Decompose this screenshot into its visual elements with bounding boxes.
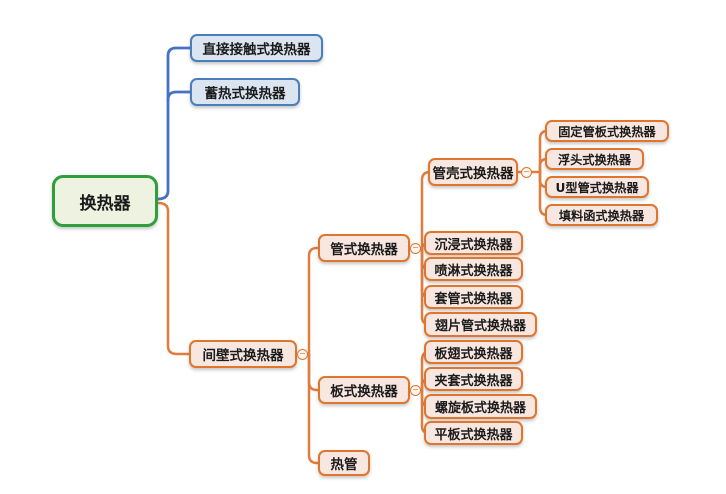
node-regenerative-label: 蓄热式换热器 <box>204 86 286 102</box>
collapse-toggle-shell-tube-symbol: − <box>523 167 530 176</box>
node-stuffing-box-label: 填料函式换热器 <box>558 209 645 223</box>
node-spray-label: 喷淋式换热器 <box>434 263 513 279</box>
node-immersion-label: 沉浸式换热器 <box>434 237 513 253</box>
node-tubular-label: 管式换热器 <box>330 242 398 258</box>
node-plate-fin[interactable]: 板翅式换热器 <box>424 340 523 364</box>
node-floating-head-label: 浮头式换热器 <box>557 153 632 167</box>
node-flat-plate[interactable]: 平板式换热器 <box>424 421 523 445</box>
node-plate-label: 板式换热器 <box>330 384 398 400</box>
connector-partition-plate <box>307 352 320 392</box>
node-double-pipe[interactable]: 套管式换热器 <box>424 285 523 309</box>
node-tubular[interactable]: 管式换热器 <box>318 234 410 262</box>
collapse-toggle-plate[interactable]: − <box>410 384 421 396</box>
collapse-toggle-shell-tube[interactable]: − <box>521 166 532 178</box>
node-spiral-plate-label: 螺旋板式换热器 <box>434 401 526 416</box>
node-fixed-tube-sheet[interactable]: 固定管板式换热器 <box>545 120 669 142</box>
node-plate[interactable]: 板式换热器 <box>318 376 410 404</box>
node-spray[interactable]: 喷淋式换热器 <box>424 257 523 281</box>
node-stuffing-box[interactable]: 填料函式换热器 <box>545 204 658 226</box>
node-jacketed-label: 夹套式换热器 <box>434 373 513 389</box>
node-jacketed[interactable]: 夹套式换热器 <box>424 367 523 391</box>
node-heat-pipe[interactable]: 热管 <box>318 450 370 476</box>
collapse-toggle-partition[interactable]: − <box>297 348 308 360</box>
collapse-toggle-plate-symbol: − <box>412 385 419 394</box>
node-shell-tube[interactable]: 管壳式换热器 <box>428 158 518 186</box>
connector-partition-tubular <box>305 246 320 356</box>
connector-root-direct-contact <box>156 46 192 201</box>
node-finned-tube-label: 翅片管式换热器 <box>434 319 526 334</box>
node-plate-fin-label: 板翅式换热器 <box>434 346 513 362</box>
collapse-toggle-tubular-symbol: − <box>412 243 419 252</box>
node-heat-pipe-label: 热管 <box>330 457 358 473</box>
node-spiral-plate[interactable]: 螺旋板式换热器 <box>424 394 537 419</box>
connector-partition-heat-pipe <box>307 352 320 465</box>
node-shell-tube-label: 管壳式换热器 <box>432 166 514 182</box>
node-direct-contact[interactable]: 直接接触式换热器 <box>190 34 323 62</box>
node-partition[interactable]: 间壁式换热器 <box>189 340 297 368</box>
node-flat-plate-label: 平板式换热器 <box>434 427 513 443</box>
node-double-pipe-label: 套管式换热器 <box>434 291 513 307</box>
node-root[interactable]: 换热器 <box>52 175 158 227</box>
connector-root-regenerative <box>166 90 192 102</box>
node-regenerative[interactable]: 蓄热式换热器 <box>190 78 300 106</box>
node-partition-label: 间壁式换热器 <box>202 348 284 364</box>
node-floating-head[interactable]: 浮头式换热器 <box>545 148 644 170</box>
node-u-tube-label: U型管式换热器 <box>555 181 639 195</box>
node-immersion[interactable]: 沉浸式换热器 <box>424 231 523 255</box>
node-u-tube[interactable]: U型管式换热器 <box>545 176 649 198</box>
node-fixed-tube-sheet-label: 固定管板式换热器 <box>558 125 656 139</box>
collapse-toggle-tubular[interactable]: − <box>410 242 421 254</box>
collapse-toggle-partition-symbol: − <box>299 349 306 358</box>
connector-root-partition <box>156 201 191 356</box>
node-finned-tube[interactable]: 翅片管式换热器 <box>424 312 537 337</box>
node-direct-contact-label: 直接接触式换热器 <box>202 42 311 58</box>
node-root-label: 换热器 <box>79 193 131 214</box>
